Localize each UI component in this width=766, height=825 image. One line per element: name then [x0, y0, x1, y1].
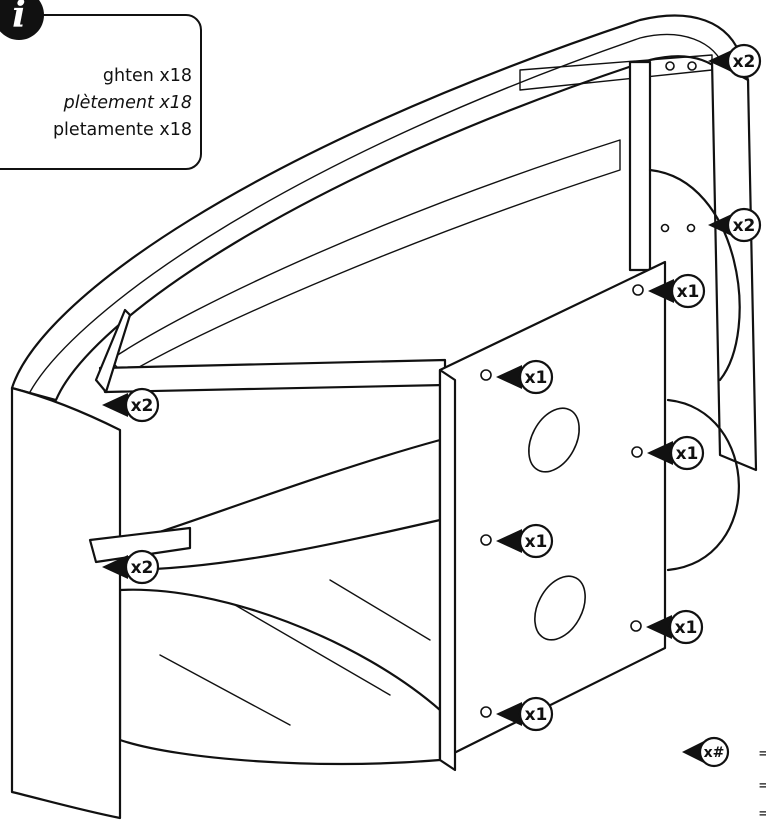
info-icon: i: [0, 0, 44, 40]
svg-text:x1: x1: [675, 618, 698, 638]
legend-eq-3: =: [758, 804, 766, 822]
middle-shelf-right: [666, 398, 740, 572]
bracket-screw: [660, 223, 670, 233]
bracket-screw: [686, 223, 696, 233]
svg-text:x2: x2: [733, 52, 756, 72]
top-rail-inner-edge: [29, 33, 726, 393]
bottom-shelf-slot-3: [329, 579, 431, 641]
info-line-english: ghten x18: [102, 66, 192, 86]
svg-text:x1: x1: [525, 368, 548, 388]
legend-eq-1: =: [758, 744, 766, 762]
mounting-plate: [438, 260, 667, 762]
svg-text:x2: x2: [733, 216, 756, 236]
front-rail: [98, 358, 447, 394]
bracket-screw: [665, 61, 675, 71]
info-line-french: plètement x18: [63, 93, 192, 113]
svg-text:x1: x1: [676, 444, 699, 464]
callout-plate-bottom-left: x1: [496, 696, 554, 732]
legend-eq-2: =: [758, 776, 766, 794]
plate-cutout-upper: [528, 407, 580, 473]
callout-plate-mid-left: x1: [496, 523, 554, 559]
bottom-shelf-slot-1: [159, 654, 291, 726]
top-shelf: [648, 168, 741, 382]
callout-plate-low-right: x1: [646, 609, 704, 645]
plate-screw: [630, 620, 642, 632]
callout-plate-mid-right: x1: [647, 435, 705, 471]
left-front-panel: [10, 386, 122, 820]
rear-window: [109, 139, 621, 376]
legend-callout-symbol: x#: [682, 736, 730, 768]
bottom-shelf: [118, 588, 442, 766]
svg-text:x1: x1: [677, 282, 700, 302]
callout-top-right-bracket: x2: [708, 43, 762, 79]
svg-text:x#: x#: [704, 745, 725, 761]
info-box: ghten x18 plètement x18 pletamente x18: [0, 14, 202, 170]
callout-plate-top-left: x1: [496, 359, 554, 395]
plate-cutout-lower: [534, 575, 586, 641]
callout-left-mid-bracket: x2: [102, 549, 160, 585]
back-frame-top: [519, 54, 713, 91]
left-bracket-top: [94, 308, 132, 394]
left-bracket-mid: [88, 526, 192, 564]
back-post: [628, 60, 652, 272]
svg-text:x2: x2: [131, 558, 154, 578]
info-line-spanish: pletamente x18: [52, 120, 192, 140]
svg-text:x1: x1: [525, 705, 548, 725]
plate-screw: [631, 446, 643, 458]
callout-plate-top-right: x1: [648, 273, 706, 309]
callout-mid-right-bracket: x2: [708, 207, 762, 243]
callout-left-top-bracket: x2: [102, 387, 160, 423]
svg-text:x1: x1: [525, 532, 548, 552]
bottom-shelf-slot-2: [234, 604, 391, 696]
bracket-screw: [687, 61, 697, 71]
plate-screw: [480, 534, 492, 546]
plate-screw: [480, 369, 492, 381]
mounting-plate-side: [438, 368, 457, 772]
plate-screw: [632, 284, 644, 296]
plate-screw: [480, 706, 492, 718]
svg-text:x2: x2: [131, 396, 154, 416]
